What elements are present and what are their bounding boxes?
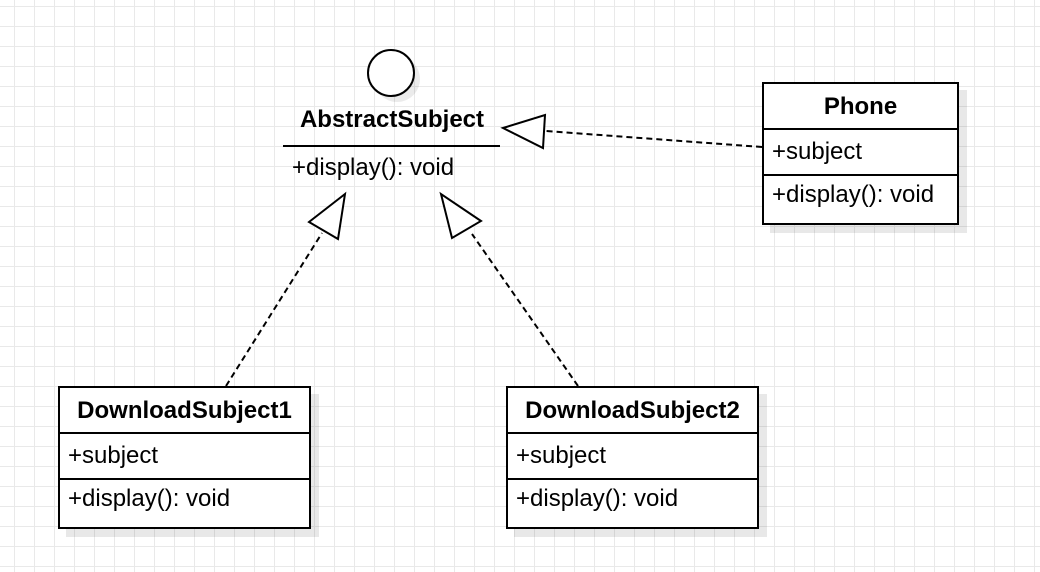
interface-operation[interactable]: +display(): void: [292, 154, 455, 181]
interface-lollipop-icon: [367, 49, 420, 102]
realization-download1-to-abstract: [225, 191, 347, 387]
class-box-download-subject-1[interactable]: DownloadSubject1 +subject +display(): vo…: [58, 386, 311, 529]
class-attribute: +subject: [60, 434, 309, 480]
class-operation: +display(): void: [772, 181, 935, 208]
class-name: DownloadSubject1: [60, 388, 309, 434]
class-box-download-subject-2[interactable]: DownloadSubject2 +subject +display(): vo…: [506, 386, 759, 529]
realization-arrowhead-icon: [307, 191, 347, 241]
class-attribute: +subject: [764, 130, 957, 176]
realization-arrowhead-icon: [500, 113, 547, 150]
class-operation: +display(): void: [68, 485, 231, 512]
interface-name[interactable]: AbstractSubject: [299, 106, 485, 133]
realization-arrowhead-icon: [439, 191, 483, 240]
realization-phone-to-abstract: [500, 113, 763, 150]
class-operation: +display(): void: [516, 485, 679, 512]
class-name: DownloadSubject2: [508, 388, 757, 434]
class-box-phone[interactable]: Phone +subject +display(): void: [762, 82, 959, 225]
class-attribute: +subject: [508, 434, 757, 480]
realization-download2-to-abstract: [439, 191, 579, 387]
class-name: Phone: [764, 84, 957, 130]
interface-divider: [283, 145, 500, 147]
